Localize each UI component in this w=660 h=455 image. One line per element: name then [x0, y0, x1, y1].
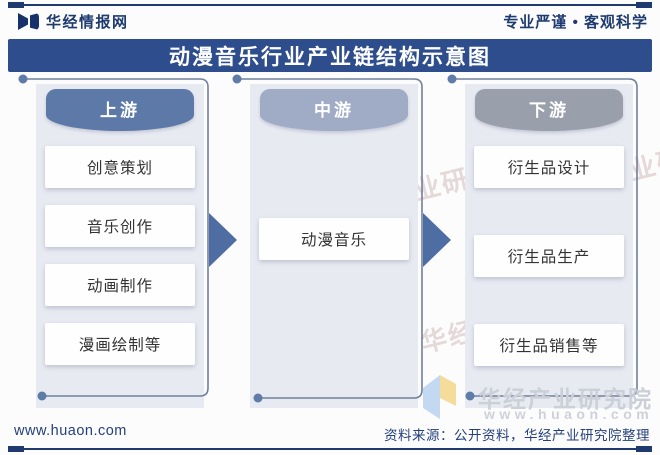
footer-source-note: 资料来源：公开资料，华经产业研究院整理	[384, 428, 650, 443]
watermark-url: www.huaon.com	[484, 406, 654, 422]
chain-node: 动漫音乐	[259, 218, 409, 260]
brand-name: 华经情报网	[46, 14, 129, 31]
upstream-cards: 创意策划 音乐创作 动画制作 漫画绘制等	[36, 146, 204, 365]
midstream-column: 中游 动漫音乐	[250, 84, 418, 408]
chain-node: 漫画绘制等	[45, 323, 195, 365]
arrow-upstream-to-midstream	[209, 213, 237, 267]
brand-header: 华经情报网 专业严谨 • 客观科学	[0, 10, 660, 36]
chain-node: 创意策划	[45, 146, 195, 188]
upstream-label: 上游	[100, 100, 140, 120]
downstream-cards: 衍生品设计 衍生品生产 衍生品销售等	[465, 146, 633, 366]
midstream-header: 中游	[260, 89, 408, 131]
chain-node: 衍生品设计	[474, 146, 624, 188]
top-rule	[8, 4, 652, 6]
chain-node: 衍生品生产	[474, 235, 624, 277]
arrow-midstream-to-downstream	[423, 213, 451, 267]
page-title: 动漫音乐行业产业链结构示意图	[169, 45, 491, 69]
chain-node: 音乐创作	[45, 205, 195, 247]
top-rule-right-cap	[636, 2, 652, 8]
footer-website: www.huaon.com	[14, 423, 127, 439]
midstream-label: 中游	[314, 100, 354, 120]
upstream-header: 上游	[46, 89, 194, 131]
title-banner: 动漫音乐行业产业链结构示意图	[8, 39, 652, 72]
bottom-rule	[8, 448, 652, 450]
watermark-cube-icon	[423, 375, 456, 419]
chain-node: 动画制作	[45, 264, 195, 306]
brand-slogan: 专业严谨 • 客观科学	[503, 14, 648, 31]
bottom-rule-right-cap	[636, 446, 652, 452]
huajing-logo-icon	[18, 13, 40, 30]
midstream-cards: 动漫音乐	[250, 218, 418, 260]
chain-node: 衍生品销售等	[474, 324, 624, 366]
upstream-column: 上游 创意策划 音乐创作 动画制作 漫画绘制等	[36, 84, 204, 408]
downstream-column: 下游 衍生品设计 衍生品生产 衍生品销售等	[465, 84, 633, 408]
downstream-header: 下游	[475, 89, 623, 131]
downstream-label: 下游	[529, 100, 569, 120]
